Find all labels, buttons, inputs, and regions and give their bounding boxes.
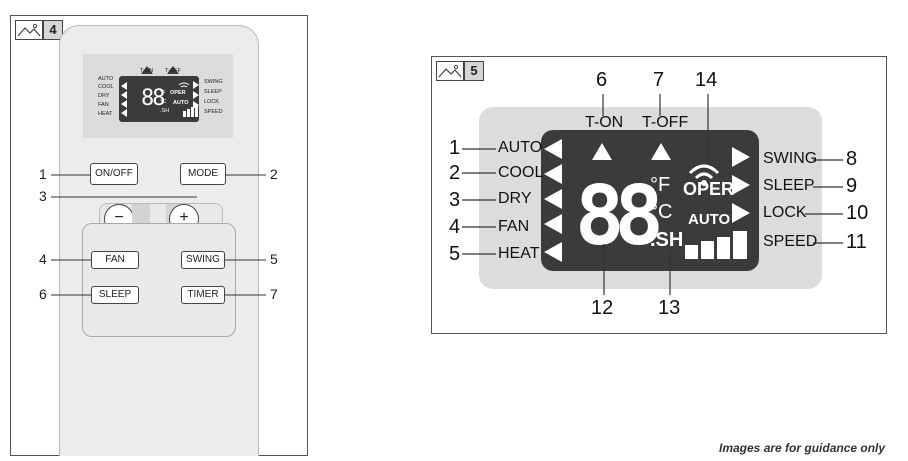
callout-6: 6 [596,69,608,91]
figure-number: 5 [464,61,484,81]
label-auto: AUTO [498,139,543,156]
callout-3: 3 [449,189,461,211]
lcd-display-graphic: 88 [462,94,843,295]
callout-4: 4 [39,251,47,267]
remote-lcd-sh: .SH [160,108,170,114]
callout-2: 2 [449,162,461,184]
callout-6: 6 [39,286,47,302]
callout-7: 7 [653,69,665,91]
callout-13: 13 [658,297,681,319]
remote-lcd-speed: SPEED [204,109,223,115]
fan-button[interactable]: FAN [91,251,139,269]
on-off-button[interactable]: ON/OFF [90,163,138,185]
figure-4-frame: 4 88 T-ON T-OFF AUTO COOL DRY FAN HEAT S… [10,15,308,456]
remote-lcd-celsius: °C [160,99,167,105]
timer-button[interactable]: TIMER [181,286,225,304]
callout-2: 2 [270,166,278,182]
callout-1: 1 [39,166,47,182]
remote-lcd-t-off: T-OFF [165,68,181,74]
figure-number: 4 [43,20,63,40]
mode-button[interactable]: MODE [180,163,226,185]
label-sh: .SH [650,229,684,251]
swing-button[interactable]: SWING [181,251,225,269]
callout-9: 9 [846,175,858,197]
callout-7: 7 [270,286,278,302]
label-auto-indicator: AUTO [688,211,731,228]
label-t-off: T-OFF [642,114,689,131]
label-fahrenheit: °F [650,174,671,196]
remote-lcd-sleep: SLEEP [204,89,222,95]
label-t-on: T-ON [585,114,624,131]
label-swing: SWING [763,150,818,167]
remote-lcd-mode-fan: FAN [98,102,109,108]
remote-lcd-auto: AUTO [173,100,189,106]
label-dry: DRY [498,190,532,207]
remote-lcd-mode-auto: AUTO [98,76,114,82]
function-button-group [82,223,236,337]
remote-lcd-oper: OPER [170,90,186,96]
callout-5: 5 [270,251,278,267]
callout-10: 10 [846,202,869,224]
callout-8: 8 [846,148,858,170]
remote-callout-lines [51,174,266,296]
remote-lcd-t-on: T-ON [140,68,154,74]
figure-5-tag: 5 [436,61,484,81]
label-cool: COOL [498,164,544,181]
label-speed: SPEED [763,233,818,250]
remote-lcd-mode-heat: HEAT [98,111,113,117]
remote-lcd-fahrenheit: °F [160,90,166,96]
callout-1: 1 [449,137,461,159]
image-icon [15,20,43,40]
label-oper: OPER [683,179,735,199]
callout-3: 3 [39,188,47,204]
label-sleep: SLEEP [763,177,815,194]
guidance-note: Images are for guidance only [719,441,886,455]
remote-lcd-mode-cool: COOL [98,84,114,90]
figure-4-tag: 4 [15,20,63,40]
callout-11: 11 [846,231,867,253]
remote-lcd-graphic: 88 [119,66,199,122]
label-celsius: °C [650,201,673,223]
svg-text:88: 88 [575,169,659,264]
remote-lcd-swing: SWING [204,79,223,85]
label-lock: LOCK [763,204,807,221]
svg-text:88: 88 [141,86,164,111]
callout-4: 4 [449,216,461,238]
remote-lcd-lock: LOCK [204,99,219,105]
label-heat: HEAT [498,245,540,262]
sleep-button[interactable]: SLEEP [91,286,139,304]
label-fan: FAN [498,218,530,235]
callout-12: 12 [591,297,614,319]
image-icon [436,61,464,81]
callout-5: 5 [449,243,461,265]
figure-5-frame: 5 88 [431,56,887,334]
callout-14: 14 [695,69,718,91]
remote-lcd-mode-dry: DRY [98,93,110,99]
